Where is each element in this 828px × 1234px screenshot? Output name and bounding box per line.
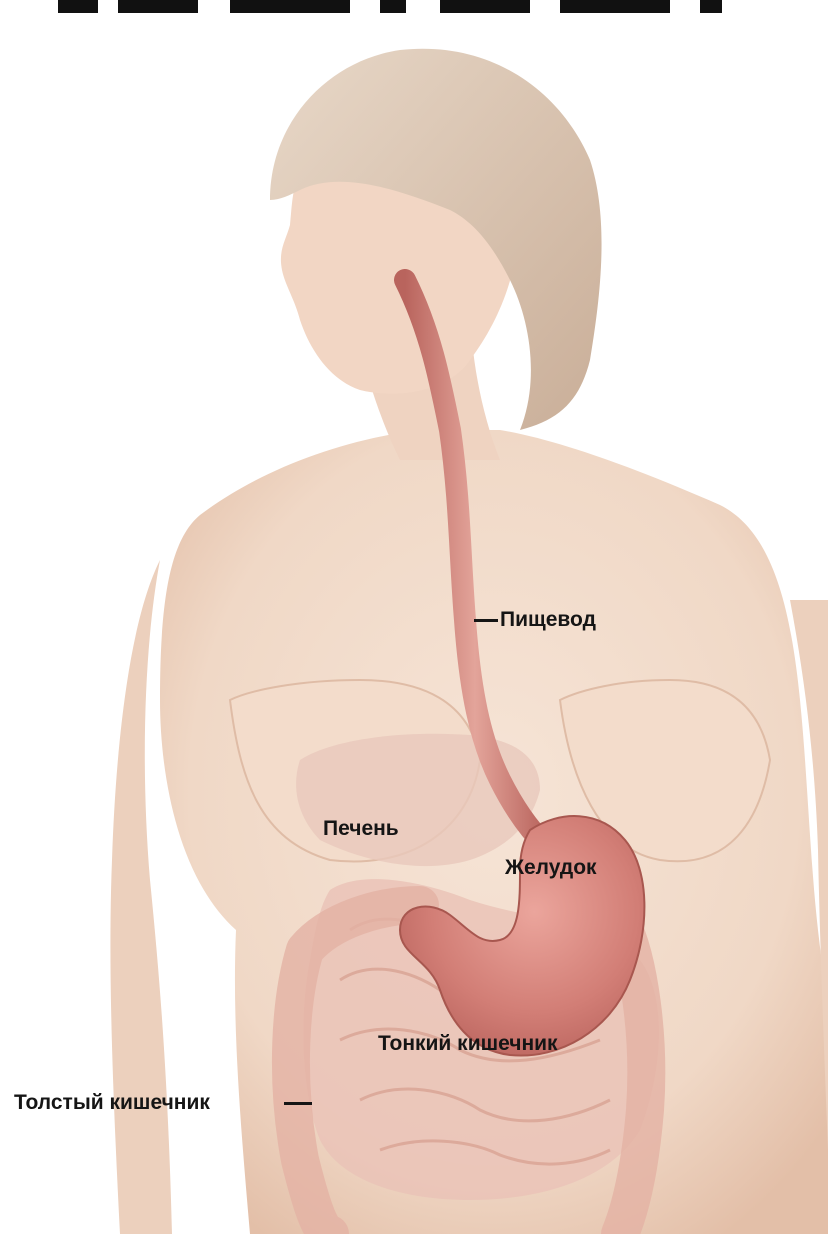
label-stomach: Желудок bbox=[505, 857, 597, 878]
large-intestine-leader-line bbox=[284, 1102, 312, 1105]
label-esophagus: Пищевод bbox=[500, 609, 596, 630]
label-small-intestine: Тонкий кишечник bbox=[378, 1033, 558, 1054]
label-large-intestine: Толстый кишечник bbox=[14, 1092, 210, 1113]
label-liver: Печень bbox=[323, 818, 399, 839]
esophagus-leader-line bbox=[474, 619, 498, 622]
